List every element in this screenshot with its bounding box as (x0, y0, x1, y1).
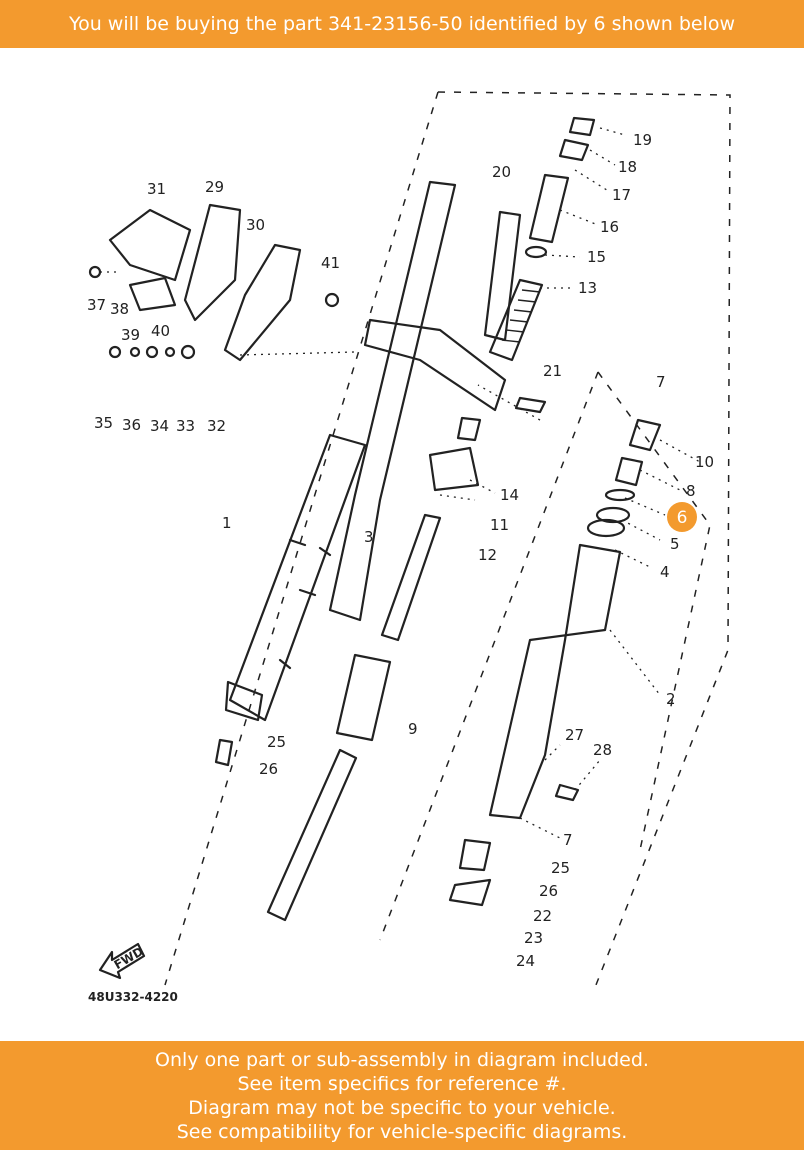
callout-39: 39 (121, 326, 140, 344)
callout-35: 35 (94, 414, 113, 432)
callout-25-left: 25 (267, 733, 286, 751)
callout-34: 34 (150, 417, 169, 435)
callout-15: 15 (587, 248, 606, 266)
callout-14: 14 (500, 486, 519, 504)
fork-left (214, 180, 457, 922)
callout-30: 30 (246, 216, 265, 234)
fwd-label: FWD (112, 944, 146, 972)
callout-27: 27 (565, 726, 584, 744)
fwd-arrow-icon: FWD (98, 942, 146, 980)
callout-5: 5 (670, 535, 680, 553)
callout-20: 20 (492, 163, 511, 181)
callout-16: 16 (600, 218, 619, 236)
callout-3: 3 (364, 528, 374, 546)
callout-37: 37 (87, 296, 106, 314)
callout-1: 1 (222, 514, 232, 532)
callout-25-right: 25 (551, 859, 570, 877)
callout-38: 38 (110, 300, 129, 318)
leader-lines (439, 127, 701, 839)
callout-13: 13 (578, 279, 597, 297)
callout-12: 12 (478, 546, 497, 564)
parts-diagram: FWD 1 2 3 4 5 7 8 9 10 11 12 13 14 15 16… (87, 91, 731, 1004)
brackets-topleft (88, 203, 356, 362)
callout-8: 8 (686, 482, 696, 500)
callout-21: 21 (543, 362, 562, 380)
footer-line-1: Only one part or sub-assembly in diagram… (155, 1049, 649, 1071)
upper-bracket (363, 116, 596, 642)
callout-31: 31 (147, 180, 166, 198)
highlight-marker: 6 (667, 502, 697, 532)
diagram-code: 48U332-4220 (88, 990, 178, 1004)
callout-26-right: 26 (539, 882, 558, 900)
callout-28: 28 (593, 741, 612, 759)
footer-line-4: See compatibility for vehicle-specific d… (176, 1121, 628, 1143)
callout-36: 36 (122, 416, 141, 434)
callout-24: 24 (516, 952, 535, 970)
footer-line-2: See item specifics for reference #. (237, 1073, 567, 1095)
callout-29: 29 (205, 178, 224, 196)
highlight-label: 6 (677, 508, 688, 528)
header-banner: You will be buying the part 341-23156-50… (0, 0, 804, 48)
callout-7-lower: 7 (563, 831, 573, 849)
callout-10: 10 (695, 453, 714, 471)
footer-line-3: Diagram may not be specific to your vehi… (188, 1097, 616, 1119)
footer-banner: Only one part or sub-assembly in diagram… (0, 1041, 804, 1150)
callout-32: 32 (207, 417, 226, 435)
callout-7: 7 (656, 373, 666, 391)
header-text: You will be buying the part 341-23156-50… (68, 13, 736, 35)
assembly-outline (164, 91, 731, 991)
callout-41: 41 (321, 254, 340, 272)
callout-26-left: 26 (259, 760, 278, 778)
callout-19: 19 (633, 131, 652, 149)
callout-4: 4 (660, 563, 670, 581)
callout-2: 2 (666, 690, 676, 708)
callout-22: 22 (533, 907, 552, 925)
callout-17: 17 (612, 186, 631, 204)
callout-11: 11 (490, 516, 509, 534)
fork-right (448, 418, 662, 907)
callouts: 1 2 3 4 5 7 8 9 10 11 12 13 14 15 16 17 … (87, 131, 714, 970)
callout-40: 40 (151, 322, 170, 340)
callout-33: 33 (176, 417, 195, 435)
callout-9: 9 (408, 720, 418, 738)
callout-18: 18 (618, 158, 637, 176)
callout-23: 23 (524, 929, 543, 947)
